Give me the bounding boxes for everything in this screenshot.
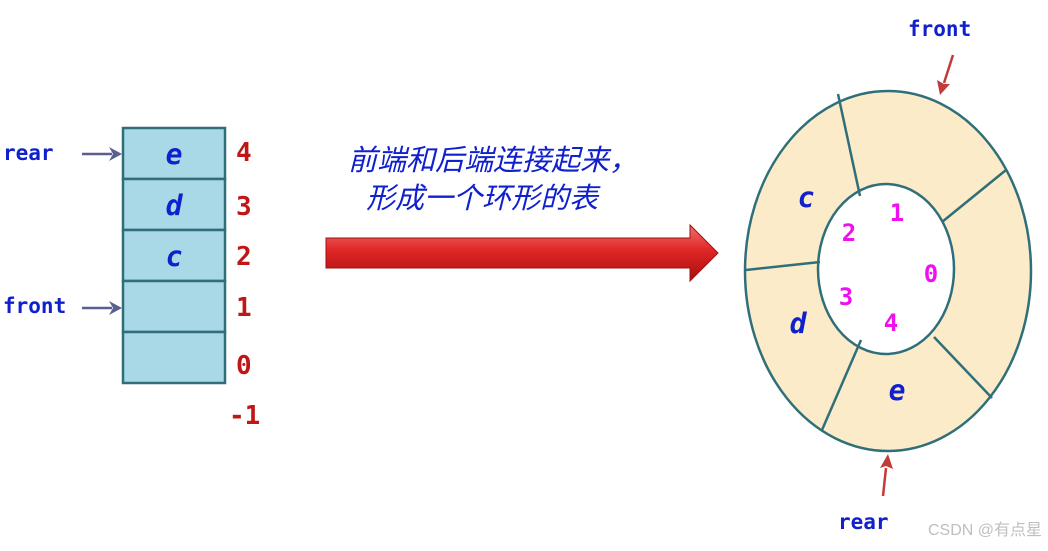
ring-divider-4 [820,339,863,431]
ring-divider-5 [745,260,821,272]
ring-slot-3: 3 [839,283,853,311]
front-pointer-arrow [82,301,122,315]
front-pointer-label: front [3,294,66,318]
ring-divider-1 [836,93,862,197]
queue-index-4: 4 [236,138,252,168]
ring-divider-2 [941,169,1007,223]
ring-slot-0: 0 [924,260,938,288]
big-right-arrow [325,223,719,283]
queue-index-minus-1: -1 [229,401,260,431]
queue-cell-1 [121,279,227,334]
queue-index-1: 1 [236,293,252,323]
queue-index-0: 0 [236,351,252,381]
linear-queue: e d c 4 3 2 1 0 -1 rear front [3,126,260,431]
queue-index-2: 2 [236,242,252,272]
queue-cell-value-3: d [166,189,184,222]
queue-cell-4 [121,126,227,181]
ring-element-d: d [790,307,808,340]
caption-line-2: 形成一个环形的表 [366,181,601,215]
ring-element-e: e [889,374,906,407]
circular-queue: c d e 2 1 0 3 4 front rear [743,17,1033,534]
queue-index-3: 3 [236,192,252,222]
ring-rear-arrow [880,454,893,497]
ring-slot-4: 4 [884,309,898,337]
queue-cell-value-4: e [166,138,183,171]
ring-front-arrow [937,54,955,95]
ring-slot-2: 2 [842,219,856,247]
watermark: CSDN @有点星 [927,522,1042,539]
caption-line-1: 前端和后端连接起来， [348,143,638,177]
ring-element-c: c [798,181,815,214]
ring-rear-label: rear [838,510,889,534]
rear-pointer-label: rear [3,141,54,165]
ring-slot-1: 1 [890,199,904,227]
ring-divider-3 [933,336,993,399]
queue-cell-0 [121,330,227,385]
ring-inner [816,182,956,356]
queue-cell-value-2: c [166,240,183,273]
transition: 前端和后端连接起来， 形成一个环形的表 [325,143,719,283]
ring-front-label: front [908,17,971,41]
rear-pointer-arrow [82,147,122,161]
